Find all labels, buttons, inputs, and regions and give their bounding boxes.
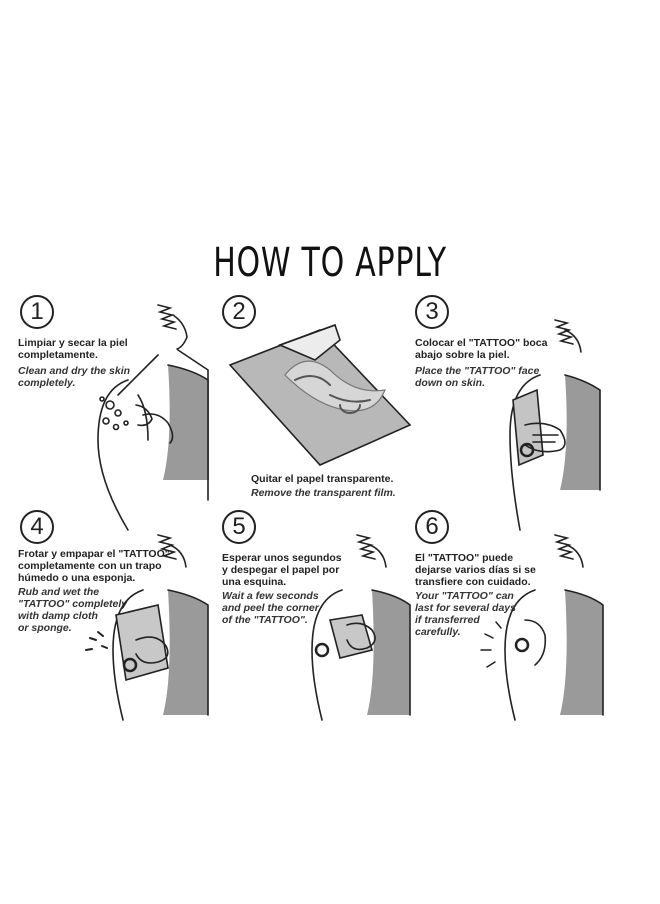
step-2-panel: 2 Quitar el papel transparente. Remove t… (222, 295, 425, 535)
step-3-number: 3 (415, 295, 449, 329)
step-2-illustration (228, 323, 412, 466)
step-4-number: 4 (20, 510, 54, 544)
step-3-illustration (509, 319, 601, 531)
step-6-number: 6 (415, 510, 449, 544)
step-5-number: 5 (222, 510, 256, 544)
step-1-number: 1 (20, 295, 54, 329)
page-title: HOW TO APPLY (213, 240, 447, 286)
step-4-illustration (85, 534, 209, 721)
step-2-text-es: Quitar el papel transparente. (251, 473, 394, 485)
step-5-illustration (311, 534, 411, 721)
step-2-number: 2 (222, 295, 256, 329)
step-2-text-en: Remove the transparent film. (251, 487, 396, 499)
step-6-illustration (480, 534, 604, 721)
step-4-panel: 4 Frotar y empapar el "TATTOO"completame… (18, 510, 218, 750)
step-1-illustration (97, 304, 209, 531)
step-4-text-es: Frotar y empapar el "TATTOO"completament… (18, 548, 170, 584)
